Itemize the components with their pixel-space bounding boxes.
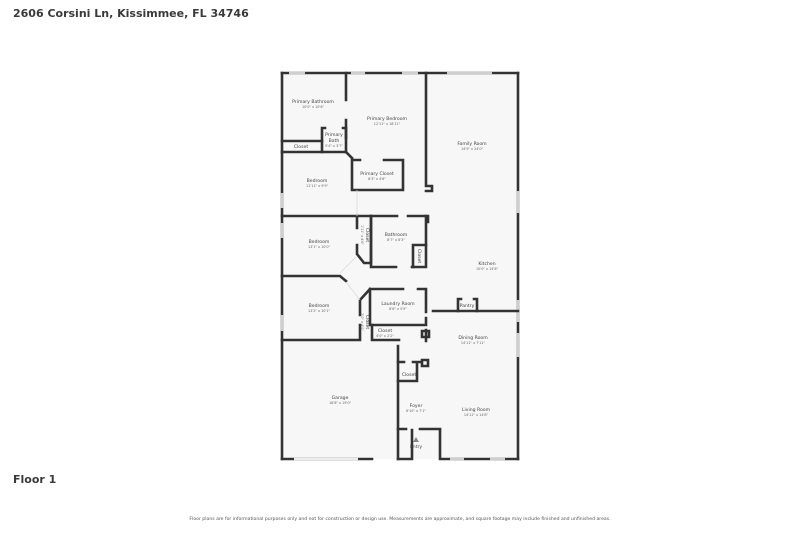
room-dims: 8'6" x 5'9" xyxy=(389,307,407,311)
room-name: Bathroom xyxy=(385,232,408,238)
room-dims: 12'11" x 18'11" xyxy=(374,122,401,126)
room-name: Dining Room xyxy=(458,335,488,341)
room-dims: 1'11" x 4'6" xyxy=(360,225,364,245)
room-dims: 14'11" x 14'8" xyxy=(464,413,489,417)
room-name: Family Room xyxy=(457,141,487,147)
room-primary-bathroom: Primary Bathroom 10'0" x 10'6" xyxy=(292,99,334,109)
room-dims: 2'0" x 4'0" xyxy=(360,313,364,331)
room-primary-closet: Primary Closet 8'3" x 4'6" xyxy=(360,171,394,181)
room-name: Primary Closet xyxy=(360,171,394,177)
room-primary-bedroom: Primary Bedroom 12'11" x 18'11" xyxy=(367,116,408,126)
disclaimer: Floor plans are for informational purpos… xyxy=(189,517,611,522)
room-name: Bath xyxy=(329,138,340,144)
room-dims: 13'1" x 10'0" xyxy=(308,245,331,249)
room-closet-bedroom-3: Closet 2'0" x 4'0" xyxy=(360,313,370,331)
room-closet-foyer: Closet xyxy=(402,372,417,378)
room-name: Bedroom xyxy=(309,303,330,309)
room-name: Pantry xyxy=(460,303,475,309)
windows xyxy=(280,71,520,461)
room-name: Closet xyxy=(402,372,417,378)
room-name: Bedroom xyxy=(309,239,330,245)
floor-label: Floor 1 xyxy=(13,473,57,486)
room-name: Garage xyxy=(332,395,349,401)
room-name: Entry xyxy=(410,444,423,450)
interior-walls xyxy=(280,71,520,461)
room-living-room: Living Room 14'11" x 14'8" xyxy=(462,407,491,417)
room-dims: 13'2" x 10'1" xyxy=(308,309,331,313)
room-name: Laundry Room xyxy=(381,301,415,307)
room-name: Bedroom xyxy=(307,178,328,184)
room-name: Closet xyxy=(416,249,422,264)
room-primary-bath: Primary Bath 5'4" x 3'7" xyxy=(325,132,343,148)
room-name: Closet xyxy=(364,228,370,243)
room-name: Closet xyxy=(378,328,393,334)
room-bedroom-3: Bedroom 13'2" x 10'1" xyxy=(308,303,331,313)
entry-arrow-icon xyxy=(413,437,419,442)
room-bedroom-1: Bedroom 11'11" x 9'9" xyxy=(306,178,329,188)
room-name: Primary Bedroom xyxy=(367,116,408,122)
room-family-room: Family Room 14'9" x 24'0" xyxy=(457,141,487,151)
room-name: Closet xyxy=(364,315,370,330)
room-bedroom-2: Bedroom 13'1" x 10'0" xyxy=(308,239,331,249)
room-garage: Garage 18'8" x 19'0" xyxy=(329,395,352,405)
room-dims: 8'7" x 8'3" xyxy=(387,238,405,242)
room-laundry-room: Laundry Room 8'6" x 5'9" xyxy=(381,301,415,311)
room-closet-primary-bath: Closet xyxy=(294,144,309,150)
room-dims: 8'3" x 4'6" xyxy=(368,177,386,181)
room-pantry: Pantry xyxy=(460,303,475,309)
room-name: Closet xyxy=(294,144,309,150)
entry-marker: Entry xyxy=(410,437,423,450)
room-dims: 5'4" x 3'7" xyxy=(325,144,343,148)
room-name: Primary xyxy=(325,132,343,138)
room-name: Living Room xyxy=(462,407,491,413)
room-closet-bathroom: Closet xyxy=(416,249,422,264)
room-dining-room: Dining Room 14'11" x 7'11" xyxy=(458,335,488,345)
room-dims: 6'10" x 7'1" xyxy=(406,409,426,413)
room-name: Primary Bathroom xyxy=(292,99,334,105)
room-dims: 14'9" x 24'0" xyxy=(461,147,484,151)
room-dims: 14'11" x 7'11" xyxy=(461,341,486,345)
room-kitchen: Kitchen 10'0" x 14'8" xyxy=(476,261,499,271)
room-dims: 18'8" x 19'0" xyxy=(329,401,352,405)
room-dims: 10'0" x 10'6" xyxy=(302,105,325,109)
room-bathroom: Bathroom 8'7" x 8'3" xyxy=(385,232,408,242)
doors xyxy=(339,190,361,301)
room-name: Foyer xyxy=(410,403,423,409)
room-closet-bedroom-2: Closet 1'11" x 4'6" xyxy=(360,225,370,245)
room-closet-laundry: Closet 4'0" x 2'2" xyxy=(376,328,394,338)
room-dims: 10'0" x 14'8" xyxy=(476,267,499,271)
room-name: Kitchen xyxy=(478,261,495,267)
room-dims: 4'0" x 2'2" xyxy=(376,334,394,338)
property-address: 2606 Corsini Ln, Kissimmee, FL 34746 xyxy=(13,7,249,20)
room-foyer: Foyer 6'10" x 7'1" xyxy=(406,403,426,413)
room-dims: 11'11" x 9'9" xyxy=(306,184,329,188)
